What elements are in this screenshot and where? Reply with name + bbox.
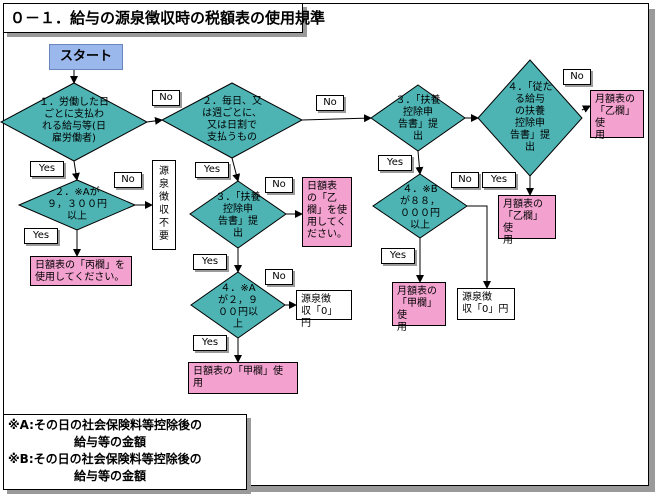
result-gensen-zero-b: 源泉徴収「0」円 (457, 288, 515, 320)
result-gensen-fuyo: 源泉徴収不要 (152, 160, 176, 250)
yes-label-8: Yes (482, 172, 516, 188)
result-tsukigaku-ko: 月額表の「甲欄」使用 (392, 282, 446, 333)
result-nichigaku-otsu: 日額表の「乙欄」を使用してください。 (302, 177, 352, 247)
yes-label-2: Yes (24, 228, 58, 244)
yes-label-1: Yes (30, 161, 64, 177)
no-label-2: No (114, 172, 142, 188)
note-b-line1: ※B:その日の社会保険料等控除後の (8, 452, 202, 466)
decision-text-1: １．労働した日ごとに支払われる給与等(日雇労働者) (39, 97, 109, 144)
result-nichigaku-ko: 日額表の「甲欄」使用 (188, 362, 298, 394)
yes-label-7: Yes (381, 248, 415, 264)
no-label-1: No (152, 90, 180, 106)
decision-text-6: ３．「扶養控除申告書」提出 (395, 95, 441, 142)
no-label-7: No (563, 69, 591, 85)
footnotes: ※A:その日の社会保険料等控除後の 給与等の金額 ※B:その日の社会保険料等控除… (3, 414, 247, 490)
note-a-line1: ※A:その日の社会保険料等控除後の (8, 418, 202, 432)
no-label-5: No (265, 269, 293, 285)
yes-label-5: Yes (193, 335, 227, 351)
note-b-line2: 給与等の金額 (74, 469, 147, 483)
note-a-line2: 給与等の金額 (74, 435, 147, 449)
start-node: スタート (49, 44, 123, 70)
yes-label-4: Yes (193, 254, 227, 270)
yes-label-6: Yes (378, 155, 412, 171)
decision-text-4: ３．「扶養控除申告書」提出 (215, 192, 261, 239)
result-tsukigaku-otsu-b: 月額表の「乙欄」使用 (498, 195, 556, 246)
yes-label-3: Yes (195, 162, 229, 178)
result-gensen-zero-a: 源泉徴収「0」円 (296, 290, 352, 329)
no-label-4: No (265, 177, 293, 193)
decision-text-3: ２．毎日、又は週ごとに、又は日割で支払うもの (202, 96, 262, 143)
page-title: ０－１．給与の源泉徴収時の税額表の使用規準 (3, 3, 325, 33)
decision-text-8: ４．「従たる給与の扶養控除申告書」提出 (507, 82, 553, 153)
result-nichigaku-hei: 日額表の「丙欄」を使用してください。 (30, 256, 132, 286)
no-label-3: No (316, 95, 344, 111)
result-tsukigaku-otsu-a: 月額表の「乙欄」使用 (590, 90, 644, 141)
no-label-6: No (451, 172, 479, 188)
